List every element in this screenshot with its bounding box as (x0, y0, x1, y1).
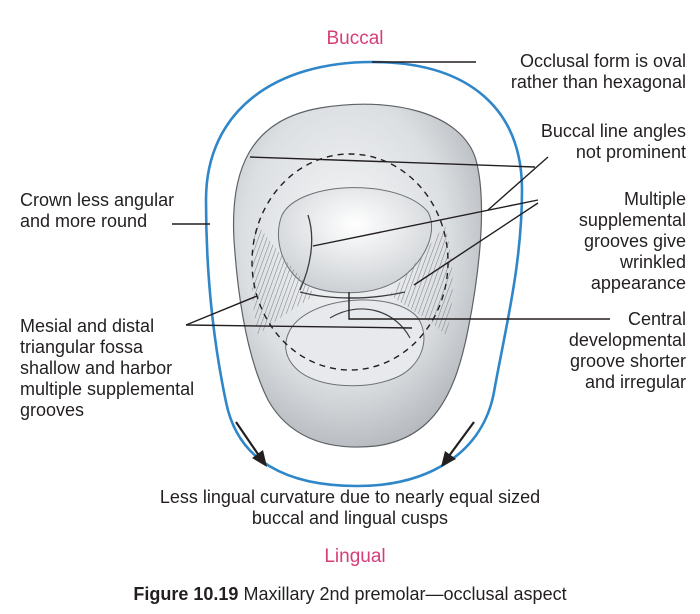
label-line: triangular fossa (20, 337, 144, 357)
figure-number: Figure 10.19 (133, 584, 239, 604)
label-multiple-grooves: Multiple supplemental grooves give wrink… (579, 189, 686, 294)
label-line: and irregular (584, 372, 686, 392)
arrow-line (235, 421, 263, 461)
label-line: wrinkled (619, 252, 686, 272)
leader-line (185, 324, 413, 329)
label-line: grooves (20, 400, 85, 420)
label-line: rather than hexagonal (510, 72, 686, 92)
groove-line (329, 308, 411, 339)
label-line: multiple supplemental (20, 379, 195, 399)
crown-outline (204, 60, 524, 488)
label-line: grooves give (583, 231, 686, 251)
figure-caption-text: Maxillary 2nd premolar—occlusal aspect (243, 584, 567, 604)
label-line: Mesial and distal (20, 316, 155, 336)
label-buccal-line-angles: Buccal line angles not prominent (541, 121, 686, 163)
label-line: Occlusal form is oval (519, 51, 686, 71)
leader-line (487, 156, 549, 211)
label-fossa: Mesial and distal triangular fossa shall… (20, 316, 194, 421)
label-line: Buccal line angles (540, 121, 686, 141)
leader-line (312, 199, 539, 247)
label-line: Less lingual curvature due to nearly equ… (159, 487, 541, 507)
figure-caption: Figure 10.19 Maxillary 2nd premolar—occl… (0, 584, 700, 605)
label-line: Crown less angular (20, 190, 175, 210)
central-groove (299, 291, 406, 299)
label-line: groove shorter (569, 351, 686, 371)
leader-line (185, 295, 258, 326)
arrow-head (252, 450, 267, 467)
leader-line (348, 292, 610, 320)
arrow-line (445, 421, 475, 461)
leader-lines (172, 61, 610, 329)
label-line: Central (627, 309, 686, 329)
label-line: developmental (568, 330, 686, 350)
groove-line (299, 214, 313, 291)
leader-line (249, 156, 536, 168)
label-line: appearance (590, 273, 686, 293)
label-occlusal-form: Occlusal form is oval rather than hexago… (511, 51, 686, 93)
label-central-groove: Central developmental groove shorter and… (569, 309, 686, 393)
arrows (235, 421, 475, 467)
mesial-fossa (251, 222, 315, 335)
lingual-label: Lingual (324, 546, 386, 567)
label-line: and more round (20, 211, 148, 231)
leader-line (413, 202, 539, 286)
label-line: shallow and harbor (20, 358, 173, 378)
label-crown-less-angular: Crown less angular and more round (20, 190, 174, 232)
label-line: buccal and lingual cusps (251, 508, 449, 528)
label-lingual-curvature: Less lingual curvature due to nearly equ… (50, 487, 650, 529)
arrow-head (441, 451, 456, 467)
label-line: not prominent (575, 142, 686, 162)
label-line: Multiple (623, 189, 686, 209)
buccal-label: Buccal (326, 28, 384, 49)
label-line: supplemental (578, 210, 686, 230)
